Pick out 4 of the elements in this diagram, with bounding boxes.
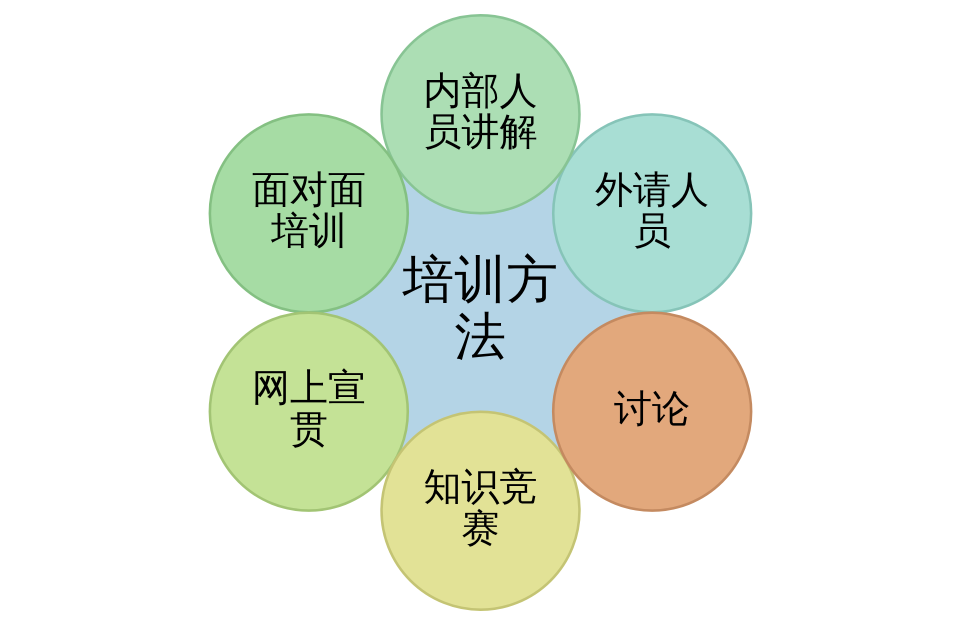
node-circle: 讨论 <box>551 311 752 512</box>
node-circle: 知识竞赛 <box>380 410 580 611</box>
node-circle: 网上宣贯 <box>208 311 409 512</box>
node-circle: 内部人员讲解 <box>380 14 580 214</box>
